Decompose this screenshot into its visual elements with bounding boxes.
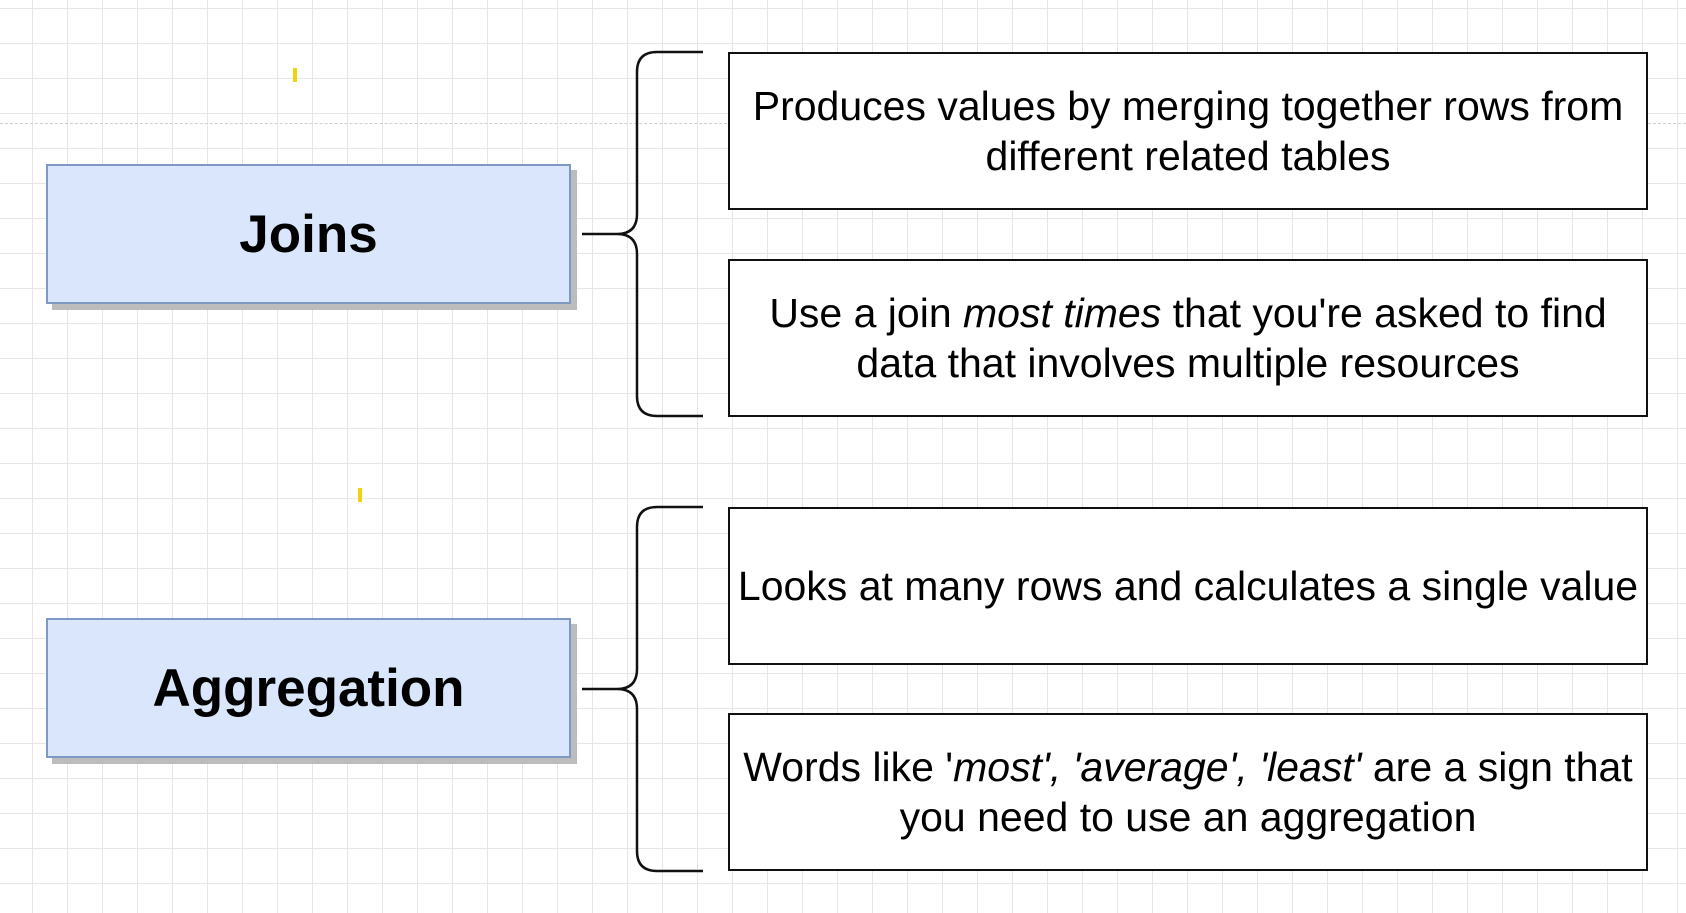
note-text: Words like 'most', 'average', 'least' ar… — [732, 742, 1644, 842]
aggregation-brace — [582, 505, 703, 873]
topic-box-joins[interactable]: Joins — [46, 164, 571, 304]
note-text-emphasis: most times — [963, 290, 1162, 336]
note-text: Looks at many rows and calculates a sing… — [738, 561, 1638, 611]
note-box[interactable]: Looks at many rows and calculates a sing… — [728, 507, 1648, 665]
topic-label: Joins — [239, 204, 378, 264]
note-text-emphasis: most', 'average', 'least' — [953, 744, 1362, 790]
note-text-part: Produces values by merging together rows… — [752, 83, 1624, 179]
note-box[interactable]: Use a join most times that you're asked … — [728, 259, 1648, 417]
cursor-marker — [293, 68, 297, 82]
note-text-part: Looks at many rows and calculates a sing… — [737, 563, 1639, 609]
topic-label: Aggregation — [152, 658, 465, 718]
note-text: Produces values by merging together rows… — [732, 81, 1644, 181]
note-text: Use a join most times that you're asked … — [732, 288, 1644, 388]
note-box[interactable]: Produces values by merging together rows… — [728, 52, 1648, 210]
note-text-part: Words like ' — [743, 744, 954, 790]
note-box[interactable]: Words like 'most', 'average', 'least' ar… — [728, 713, 1648, 871]
joins-brace — [582, 50, 703, 418]
note-text-part: Use a join — [769, 290, 964, 336]
note-text-part: that you're asked to find data that invo… — [856, 290, 1607, 386]
note-text-part: are a sign that you need to use an aggre… — [899, 744, 1633, 840]
cursor-marker — [358, 488, 362, 502]
topic-box-aggregation[interactable]: Aggregation — [46, 618, 571, 758]
